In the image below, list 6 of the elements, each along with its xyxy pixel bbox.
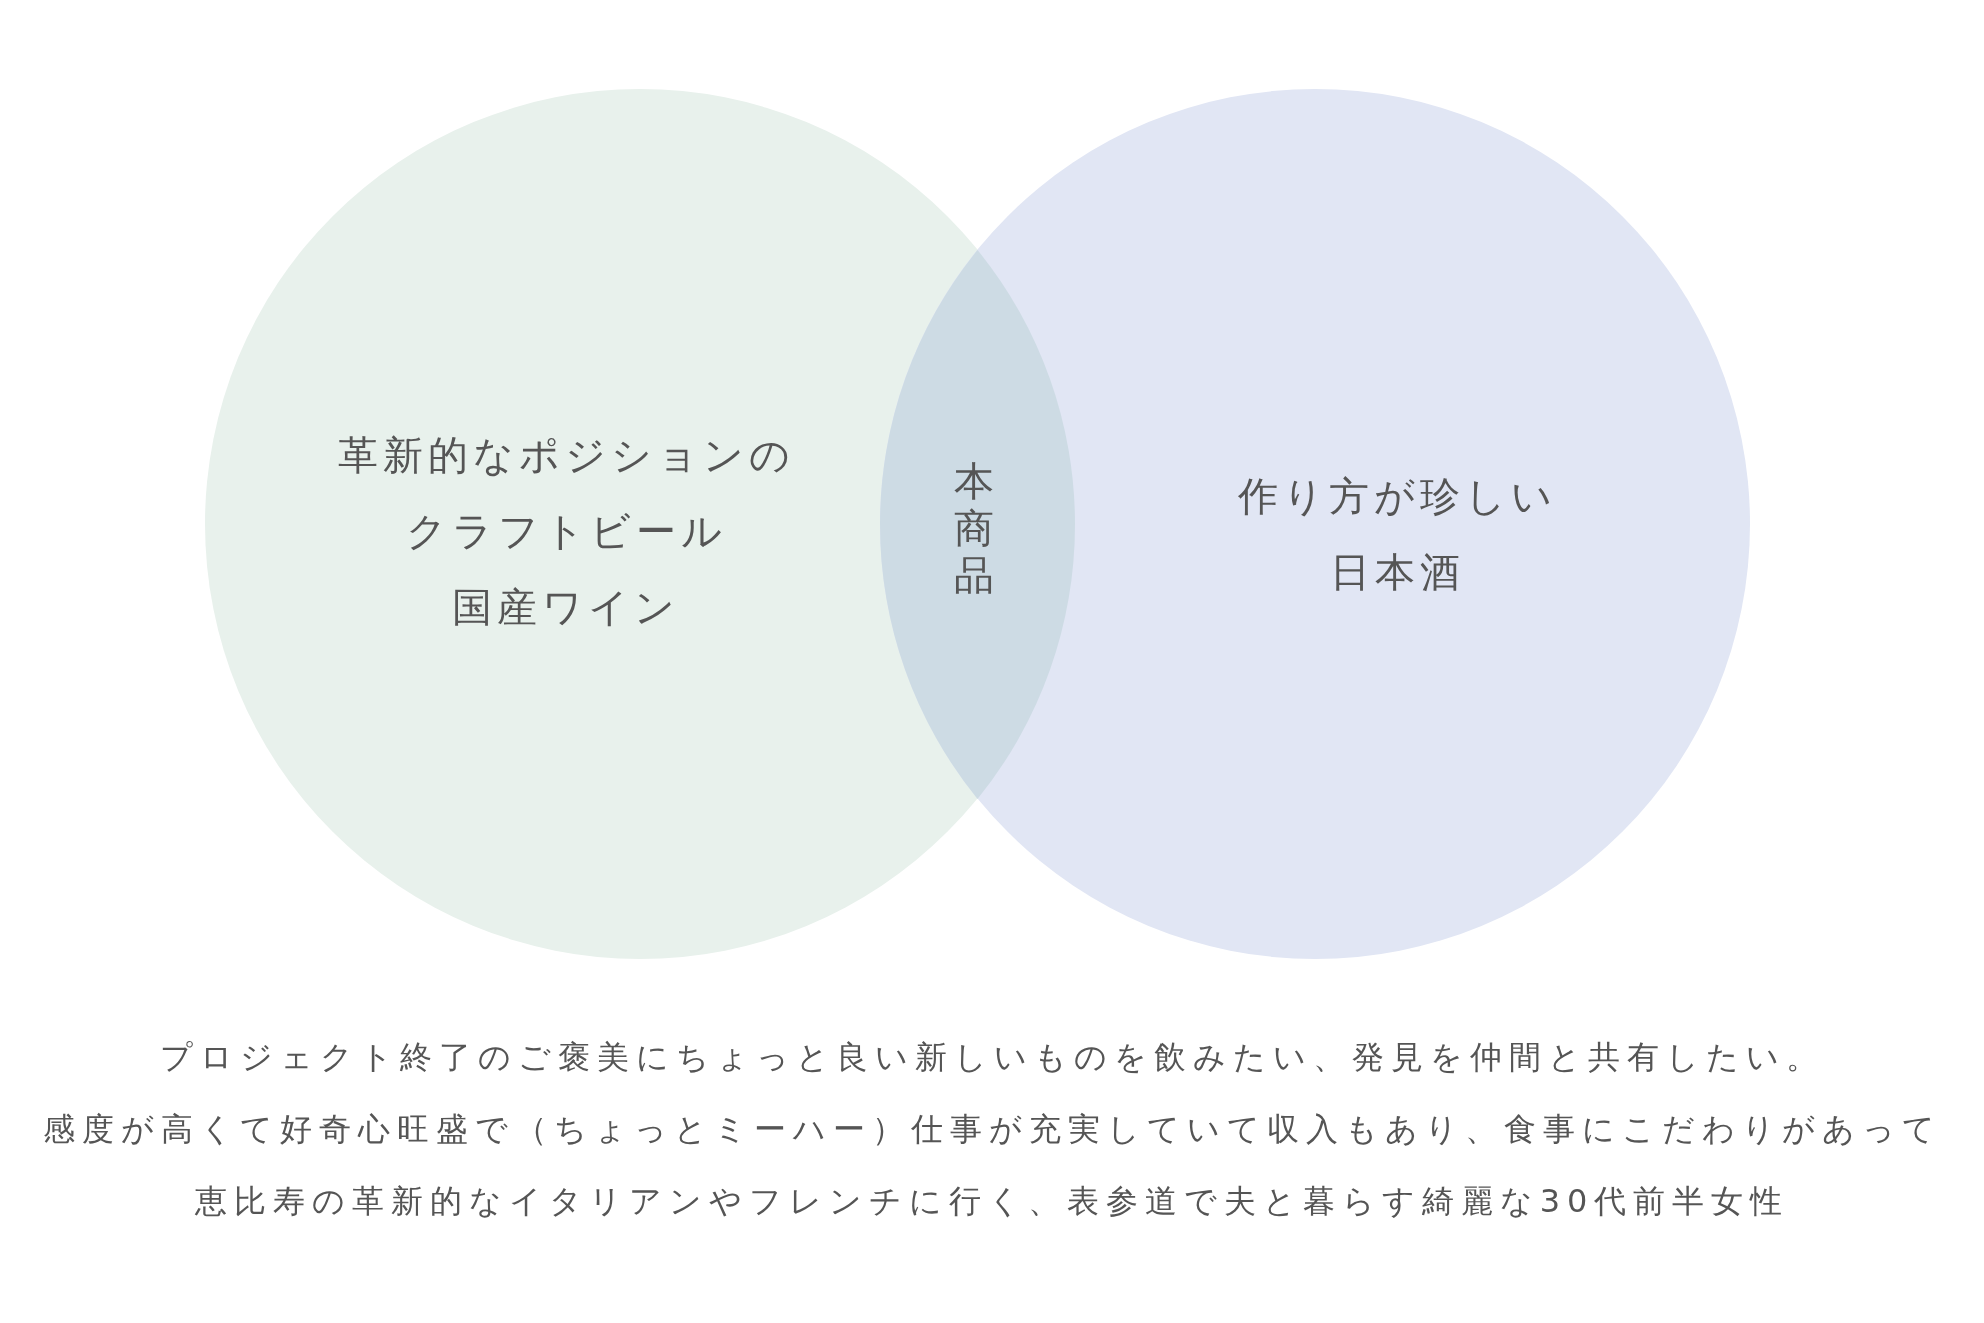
description-text: プロジェクト終了のご褒美にちょっと良い新しいものを飲みたい、発見を仲間と共有したい。 <box>159 1037 1825 1078</box>
circle-label: 革新的なポジションのクラフトビール <box>336 431 796 556</box>
circle-label: 国産ワイン <box>452 583 680 632</box>
overlap-label: 本商品 <box>953 457 995 599</box>
description-text: 感度が高くて好奇心旺盛で（ちょっとミーハー）仕事が充実していて収入もあり、食事にこだわりがあって恵比寿の革新的なイタリアンやフレンチに行く、表参道で夫と暮らす綺麗な30代前半女性 <box>41 1109 1943 1222</box>
circle-label: 作り方が珍しい日本酒 <box>1236 472 1558 597</box>
